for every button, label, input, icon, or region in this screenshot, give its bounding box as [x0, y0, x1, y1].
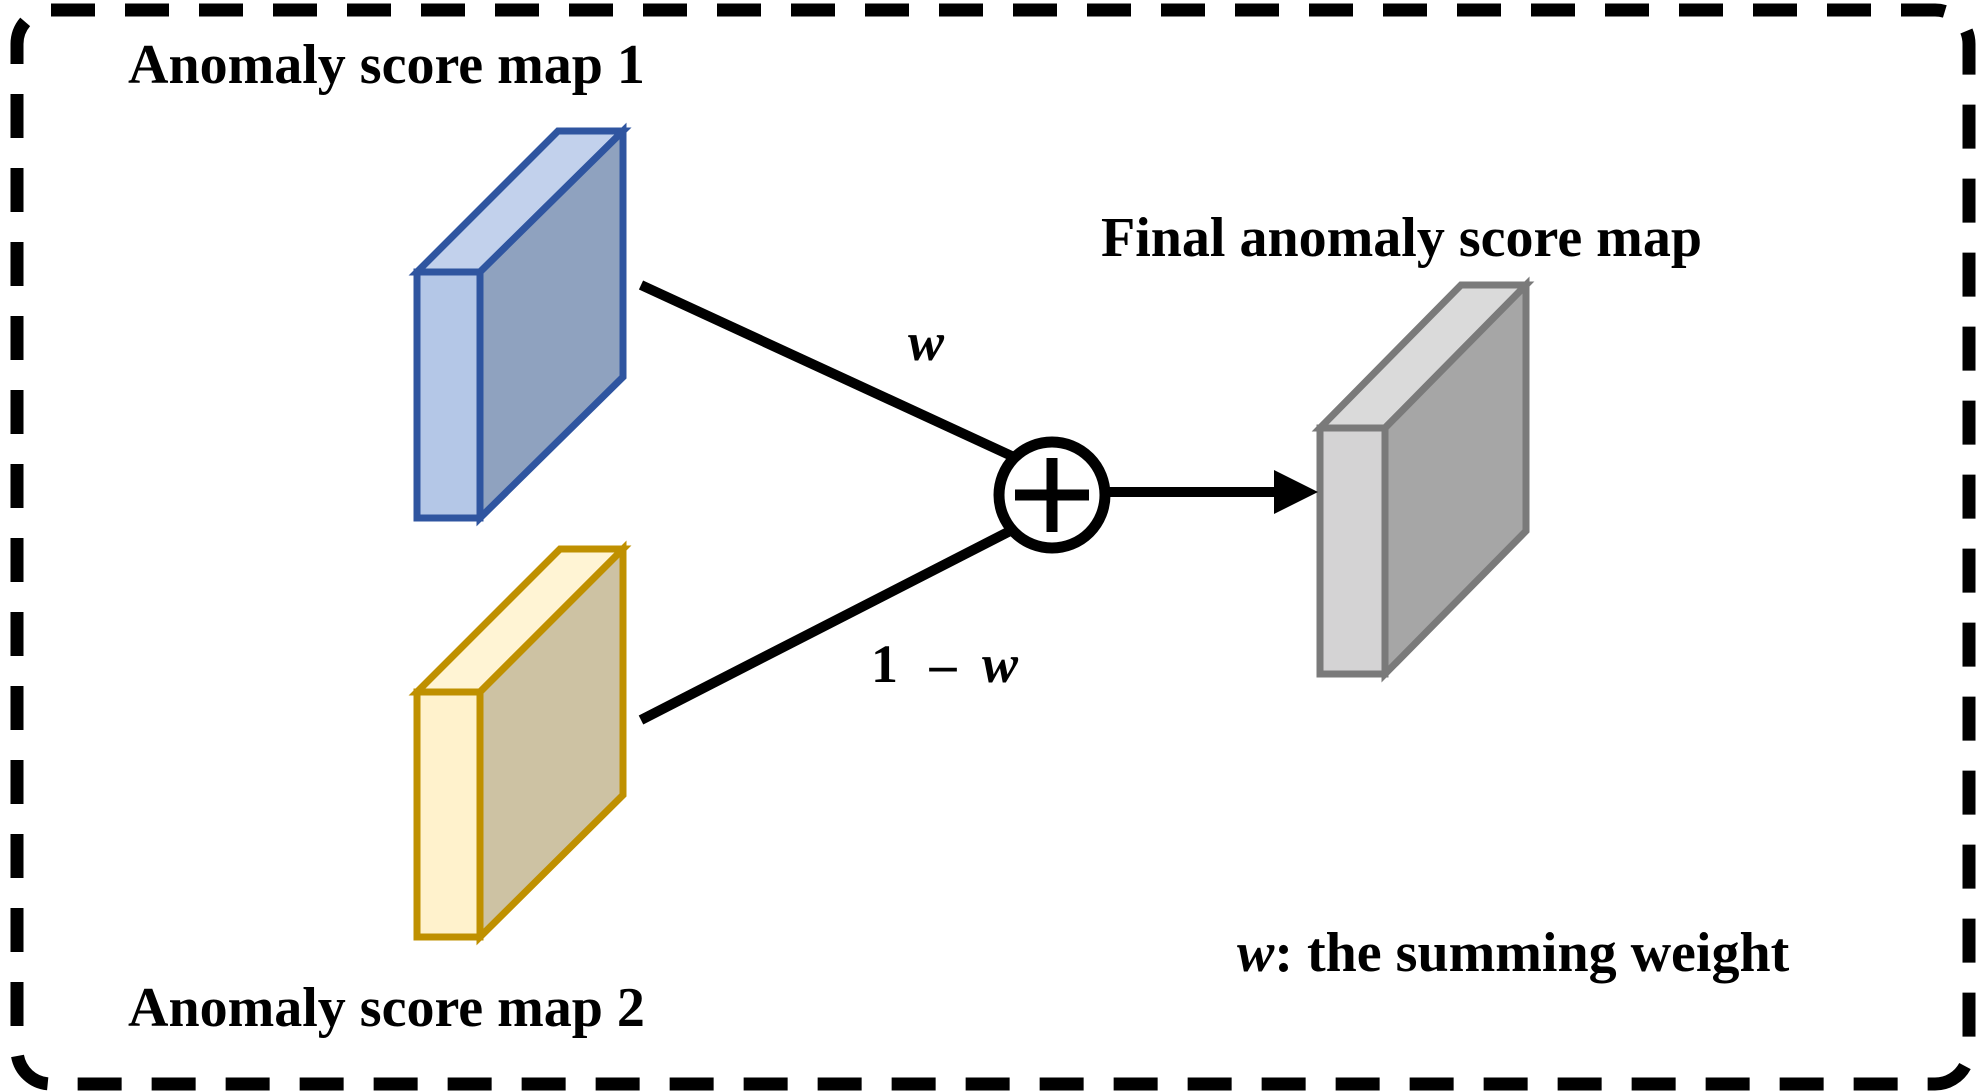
map2-front-face [413, 688, 484, 941]
final-front-face [1316, 424, 1389, 678]
final-anomaly-score-map-block [1311, 276, 1535, 683]
map1-label: Anomaly score map 1 [128, 34, 645, 96]
weight-label-top: w [908, 312, 945, 372]
anomaly-score-map-1-block [408, 122, 632, 527]
dashed-border [10, 3, 1976, 1091]
weight-bottom-var: w [982, 634, 1019, 694]
arrow-right-icon [1105, 470, 1318, 514]
legend-var: w [1237, 922, 1275, 984]
legend-weight-definition: w: the summing weight [1237, 922, 1790, 984]
weight-bottom-op: – [929, 634, 958, 694]
legend-text: : the summing weight [1274, 922, 1789, 984]
circled-plus-icon [993, 436, 1111, 554]
weight-line-bottom [638, 525, 1015, 725]
weight-bottom-num: 1 [871, 634, 898, 694]
weight-line-top [638, 280, 1019, 463]
anomaly-score-map-2-block [408, 540, 632, 946]
map1-front-face [413, 268, 484, 522]
final-map-label: Final anomaly score map [1101, 207, 1702, 269]
weight-var-top: w [908, 312, 945, 372]
weight-label-bottom: 1 – w [871, 634, 1019, 694]
map2-label: Anomaly score map 2 [128, 977, 645, 1039]
